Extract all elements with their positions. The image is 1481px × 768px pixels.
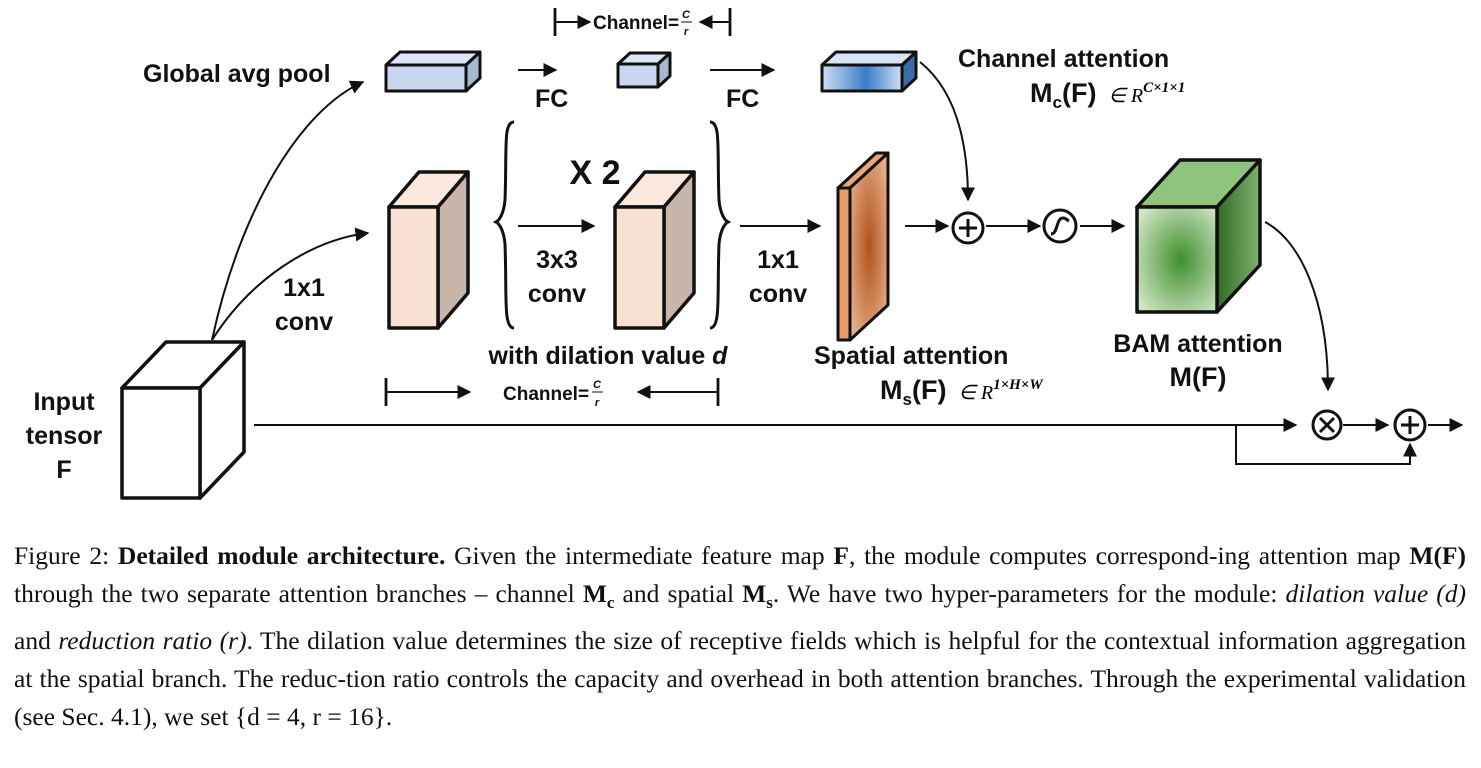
channel-attention-title: Channel attention (958, 45, 1169, 73)
conv1x1-b-line1: 1x1 (757, 246, 799, 274)
frac-den-top: r (684, 26, 689, 38)
caption-F: F (833, 541, 849, 570)
bam-formula: M(F) (1170, 362, 1227, 392)
caption-text-3: through the two separate attention branc… (14, 579, 583, 608)
figure-label: Figure 2: (14, 541, 110, 570)
caption-text-4: and spatial (614, 579, 743, 608)
frac-num-bottom: C (593, 379, 602, 391)
input-tensor-block (120, 340, 246, 500)
caption-text-6: and (14, 626, 59, 656)
input-label-line3: F (56, 456, 71, 484)
conv3x3-line2: conv (528, 280, 586, 308)
spatial-attention-title: Spatial attention (814, 342, 1008, 370)
caption-dilation: dilation value (d) (1285, 579, 1467, 608)
figure-caption: Figure 2: Detailed module architecture. … (14, 537, 1466, 736)
pooled-vector-block (384, 50, 482, 93)
global-avg-pool-label: Global avg pool (143, 60, 331, 88)
left-brace (492, 120, 515, 330)
channel-attention-block (820, 50, 918, 93)
spatial-attention-map (836, 151, 890, 342)
broadcast-sum-node (951, 211, 985, 245)
input-to-pool-arrow (211, 80, 365, 341)
caption-text-7: . The dilation value determines the size… (14, 626, 1466, 732)
channel-label-top: Channel= (593, 13, 679, 34)
frac-den-bottom: r (595, 397, 600, 409)
channel-width-indicator-top: Channel= C r (553, 8, 732, 38)
conv1x1-b-line2: conv (749, 280, 807, 308)
residual-add-node (1393, 408, 1427, 442)
caption-text-5: . We have two hyper-parameters for the m… (772, 579, 1286, 608)
input-label-line2: tensor (26, 422, 103, 450)
bam-attention-block (1135, 158, 1262, 314)
spatial-attention-formula: Ms(F) ∈ R1×H×W (880, 375, 1044, 409)
multiply-node (1311, 409, 1343, 441)
caption-text-2: , the module computes correspond-ing att… (848, 541, 1410, 570)
caption-MF: M(F) (1409, 541, 1467, 570)
residual-path (1235, 425, 1417, 465)
reduced-vector-block (616, 51, 672, 89)
dilation-label: with dilation value d (488, 342, 729, 370)
bam-title: BAM attention (1113, 330, 1282, 358)
frac-num-top: C (682, 9, 691, 21)
channel-to-sum-arrow (919, 61, 975, 202)
caption-Ms: Ms (742, 579, 773, 613)
reduced-feature-block-1 (387, 170, 470, 330)
caption-text-1: Given the intermediate feature map (445, 541, 834, 570)
channel-attention-formula: Mc(F) ∈ RC×1×1 (1030, 78, 1185, 112)
input-to-conv-arrow (211, 227, 370, 341)
conv1x1-a-line1: 1x1 (283, 274, 325, 302)
fc1-label: FC (535, 85, 568, 113)
channel-label-bottom: Channel= (503, 384, 589, 405)
reduced-feature-block-2 (613, 170, 696, 330)
caption-reduction: reduction ratio (r) (58, 626, 247, 656)
conv1x1-a-line2: conv (275, 308, 333, 336)
channel-width-indicator-bottom: Channel= C r (384, 378, 720, 409)
input-label-line1: Input (33, 388, 95, 416)
caption-Mc: Mc (582, 579, 615, 613)
sigmoid-node (1042, 208, 1078, 244)
right-brace (709, 120, 732, 330)
bam-to-multiply-arrow (1264, 221, 1335, 392)
bam-architecture-diagram: Channel= C r Global avg pool FC FC Chann… (26, 8, 1464, 500)
repeat-label: X 2 (569, 154, 620, 192)
fc2-label: FC (726, 85, 759, 113)
caption-title: Detailed module architecture. (117, 541, 446, 570)
conv3x3-line1: 3x3 (536, 246, 578, 274)
